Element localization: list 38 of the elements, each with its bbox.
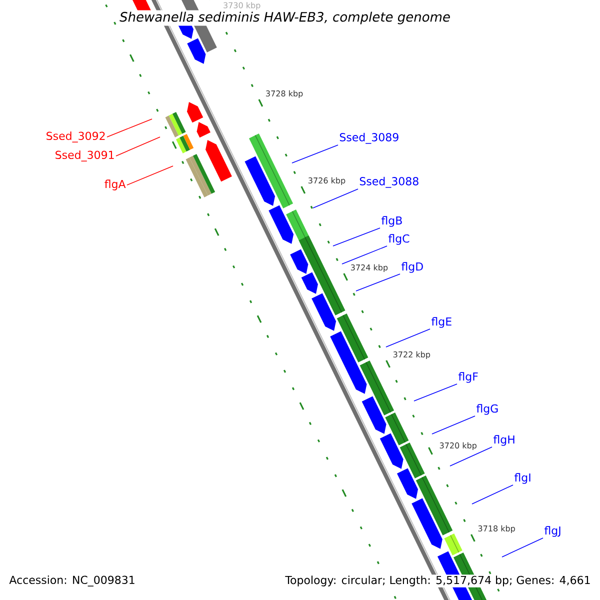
gene-label: flgF xyxy=(458,372,478,383)
gene-label: flgG xyxy=(476,404,498,415)
tick-label: 3720 kbp xyxy=(440,442,477,450)
accession-text: Accession: NC_009831 xyxy=(9,576,134,586)
gene-label: Ssed_3089 xyxy=(340,132,398,144)
leader-line xyxy=(386,328,430,348)
genome-info-text: Topology: circular; Length: 5,517,674 bp; Genes: 4,661 xyxy=(284,574,592,588)
leader-line xyxy=(472,484,514,504)
leader-line xyxy=(414,384,458,402)
gene-label: flgE xyxy=(431,317,452,328)
tick-label: 3730 kbp xyxy=(224,2,260,10)
leader-line xyxy=(106,118,152,138)
tick-label: 3728 kbp xyxy=(266,90,303,98)
leader-line xyxy=(116,136,160,156)
gene-label: flgB xyxy=(381,216,402,227)
leader-line xyxy=(342,246,388,264)
leader-line xyxy=(312,188,358,208)
gene-label: flgC xyxy=(388,234,410,245)
gene-label: flgH xyxy=(493,435,514,446)
gene-label: flgJ xyxy=(544,526,560,537)
leader-line xyxy=(126,166,174,186)
tick-label: 3726 kbp xyxy=(308,177,346,186)
gene-label: flgI xyxy=(514,473,530,484)
gene-label: Ssed_3092 xyxy=(46,132,105,142)
tick-label: 3718 kbp xyxy=(478,525,515,534)
gene-label: Ssed_3091 xyxy=(56,150,114,162)
gene-label: flgD xyxy=(401,262,423,273)
tick-label: 3724 kbp xyxy=(350,264,388,272)
leader-line xyxy=(432,416,476,434)
leader-line xyxy=(292,144,338,164)
leader-line xyxy=(332,228,380,246)
leader-line xyxy=(502,538,544,558)
leader-line xyxy=(450,446,492,466)
tick-label: 3722 kbp xyxy=(393,351,430,360)
gene-label: flgA xyxy=(104,180,126,190)
leader-line xyxy=(356,274,400,292)
gene-label: Ssed_3088 xyxy=(360,176,418,188)
title: Shewanella sediminis HAW-EB3, complete genome xyxy=(118,10,452,26)
